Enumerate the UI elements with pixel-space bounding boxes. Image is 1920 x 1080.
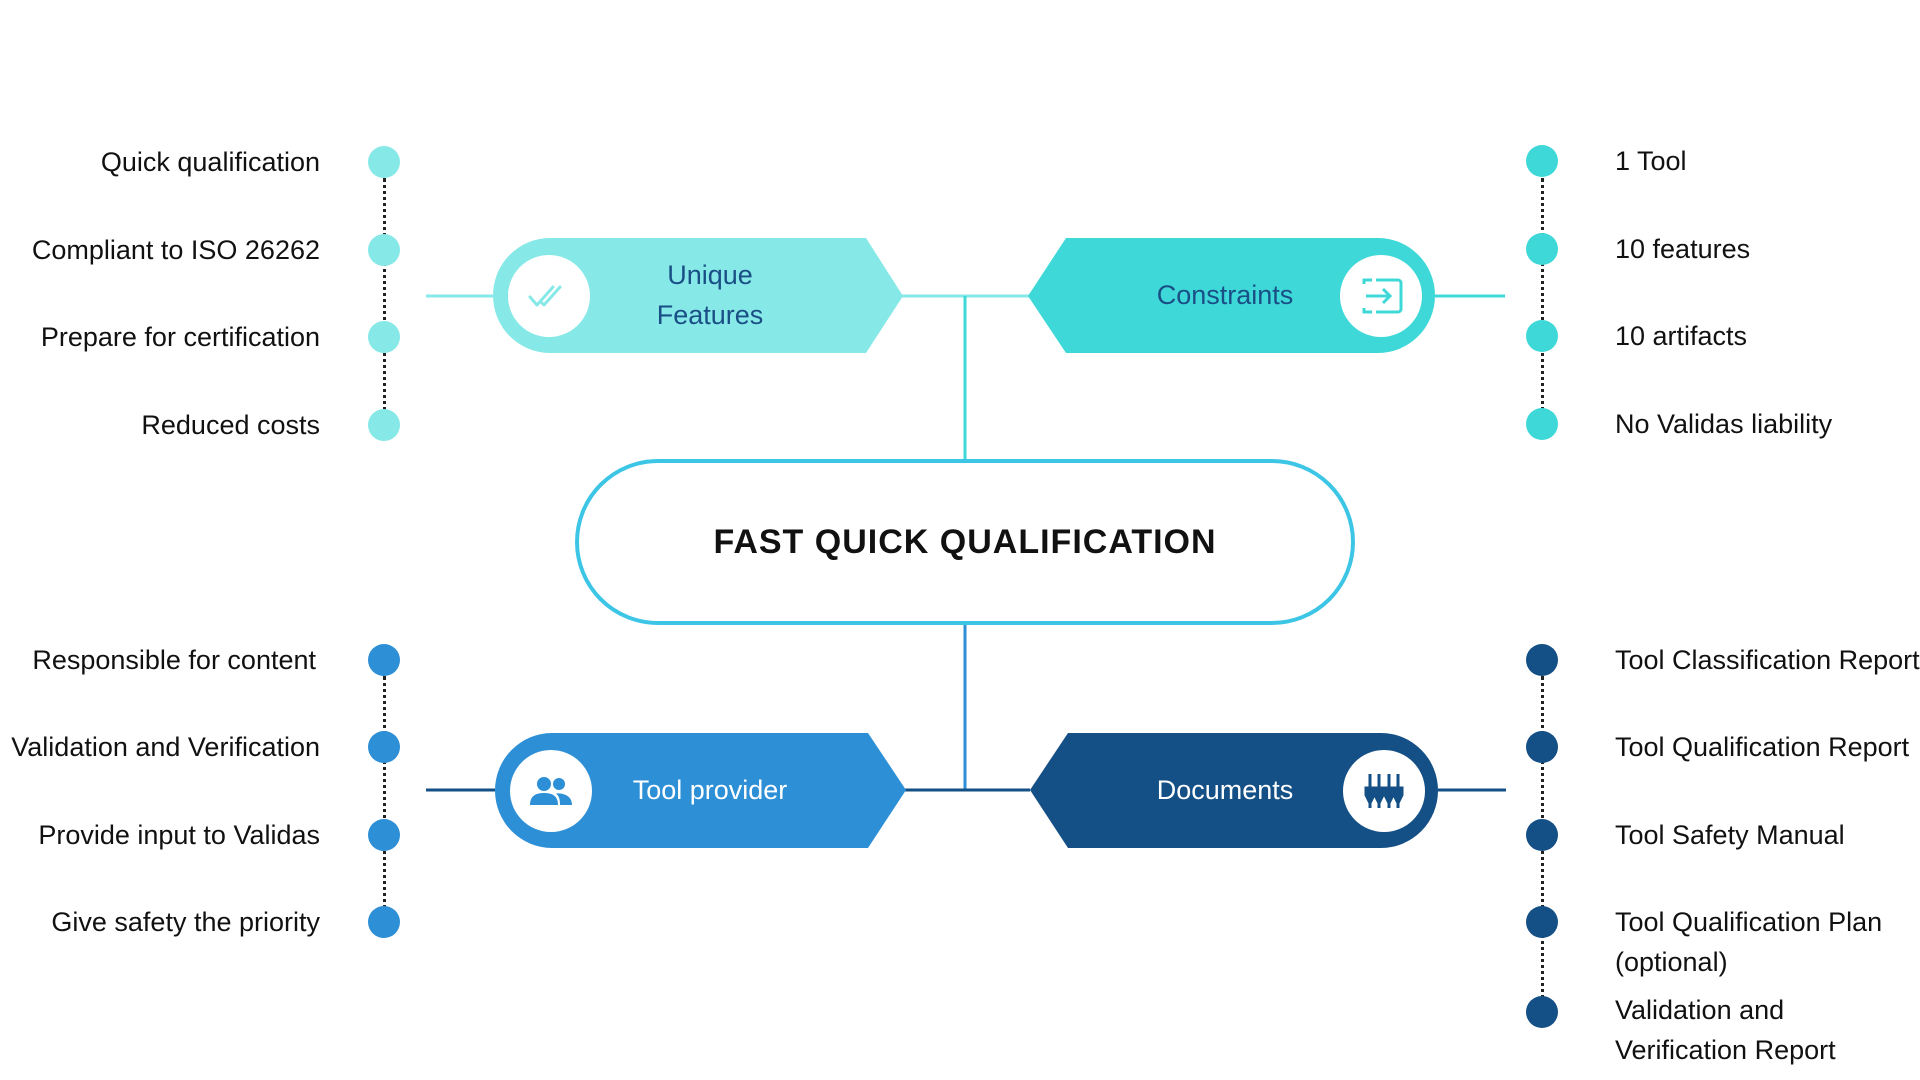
unique-features-bullet [368,146,400,178]
documents-bullet [1526,906,1558,938]
center-title: FAST QUICK QUALIFICATION [713,522,1217,561]
unique-features-icon-badge [508,255,590,337]
tool-provider-label: Tool provider [632,775,788,805]
documents-bullet [1526,819,1558,851]
sign-in-icon [1362,278,1403,314]
tool-provider-item: Give safety the priority [51,907,320,937]
documents-bullet [1526,996,1558,1028]
documents-bullet [1526,731,1558,763]
tool-provider-bullet [368,819,400,851]
constraints-label: Constraints [1156,280,1294,310]
unique-features-item: Quick qualification [100,147,320,177]
tool-provider-bullet [368,906,400,938]
constraints-bullet [1526,408,1558,440]
center-title-box: FAST QUICK QUALIFICATION [575,459,1355,625]
tool-provider-bullet [368,731,400,763]
documents-bullet [1526,644,1558,676]
double-check-icon [528,285,562,307]
constraints-bullet [1526,233,1558,265]
constraints-item: 10 artifacts [1615,321,1748,351]
constraints-item: No Validas liability [1615,409,1833,439]
documents-icon-badge [1343,750,1425,832]
documents-item: Tool Qualification Plan [1615,907,1883,937]
constraints-shape [1028,238,1435,353]
sliders-icon [1364,774,1404,808]
unique-features-label-line2: Features [656,300,764,330]
tool-provider-icon-badge [510,750,592,832]
unique-features-item: Prepare for certification [40,322,320,352]
documents-item: Validation and [1615,995,1785,1025]
constraints-dotted-connector [1541,178,1544,418]
unique-features-item: Compliant to ISO 26262 [31,235,320,265]
unique-features-bullet [368,409,400,441]
unique-features-label: Unique Features [620,255,800,335]
unique-features-bullet [368,234,400,266]
unique-features-label-line1: Unique [667,260,753,290]
documents-item: Tool Qualification Report [1615,732,1910,762]
documents-shape [1030,733,1438,848]
tool-provider-shape [495,733,906,848]
documents-item: Tool Classification Report [1615,645,1920,675]
documents-item: Tool Safety Manual [1615,820,1845,850]
constraints-icon-badge [1340,255,1422,337]
constraints-item: 10 features [1615,234,1751,264]
tool-provider-item: Responsible for content [32,645,316,675]
unique-features-dotted-connector [383,178,386,418]
unique-features-bullet [368,321,400,353]
unique-features-item: Reduced costs [141,410,320,440]
documents-label: Documents [1156,775,1294,805]
tool-provider-item: Validation and Verification [11,732,320,762]
tool-provider-item: Provide input to Validas [38,820,320,850]
unique-features-shape [493,237,903,353]
users-icon [530,777,572,805]
constraints-bullet [1526,145,1558,177]
constraints-item: 1 Tool [1615,146,1687,176]
tool-provider-dotted-connector [383,676,386,916]
tool-provider-bullet [368,644,400,676]
constraints-bullet [1526,320,1558,352]
documents-item: (optional) [1615,947,1728,977]
documents-item: Verification Report [1615,1035,1836,1065]
